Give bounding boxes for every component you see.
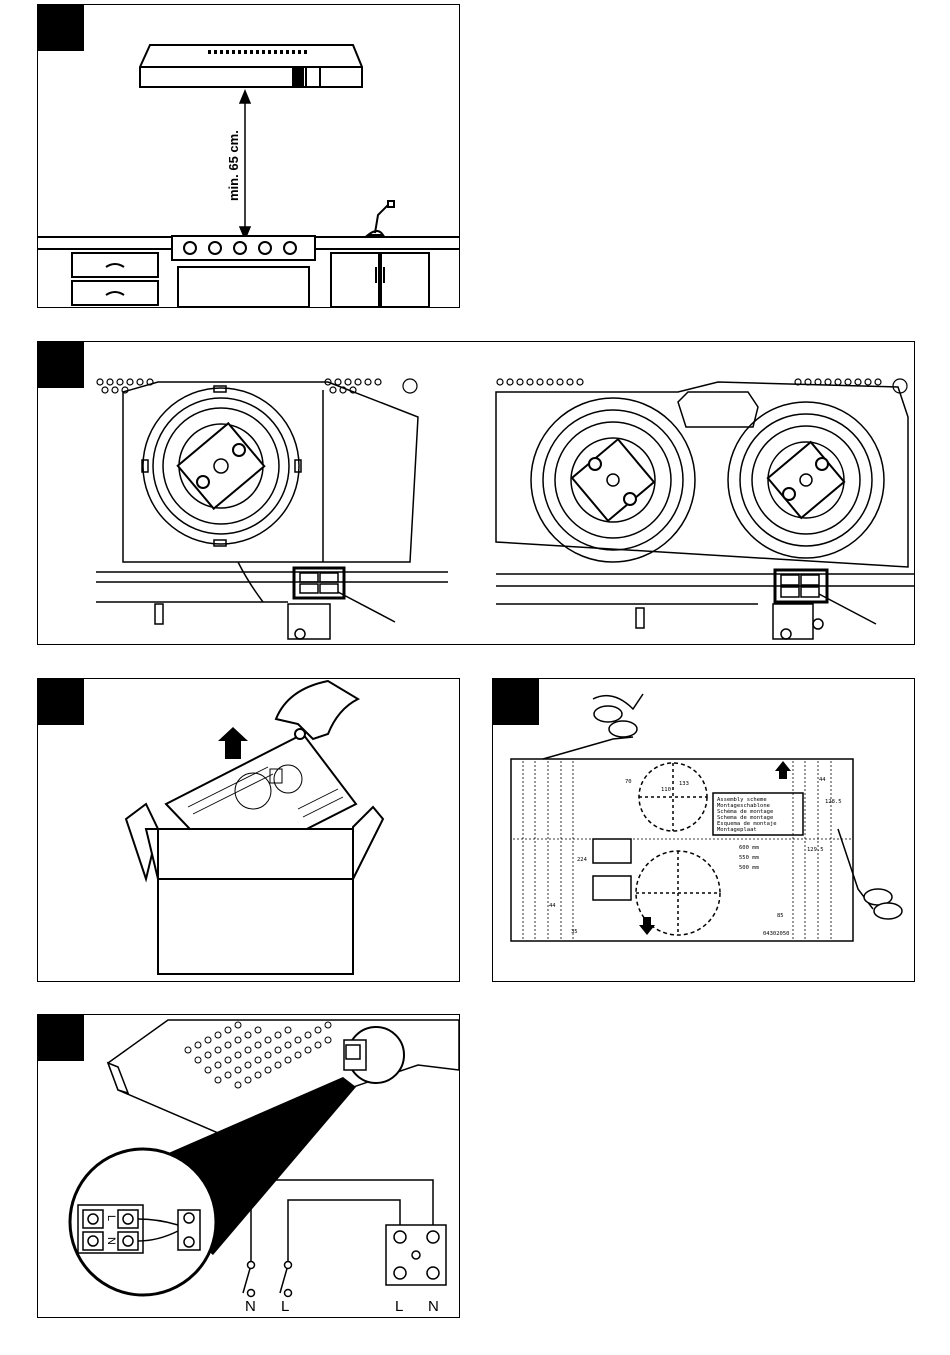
pull-arrow	[218, 727, 248, 759]
connector-n-mark: N	[105, 1237, 117, 1245]
template-illustration: Assembly scheme Montageschablone Schéma …	[493, 679, 914, 981]
width-option: 550 mm	[739, 855, 760, 861]
dimension-label: 44	[549, 903, 556, 909]
kitchen-illustration: min. 65 cm.	[38, 5, 459, 307]
width-option: 600 mm	[739, 845, 760, 851]
dimension-label: 128.5	[825, 799, 842, 805]
single-motor-view	[96, 382, 448, 639]
panel-hood-clearance: min. 65 cm.	[37, 4, 460, 308]
panel-electrical-connection: L N N L L N	[37, 1014, 460, 1318]
dimension-label: 224	[577, 857, 588, 863]
wiring-diagram	[243, 1180, 446, 1297]
hood-vents	[208, 50, 307, 54]
terminal-n-label: N	[428, 1298, 439, 1315]
dimension-label: 35	[571, 929, 578, 935]
panel-mounting-template: Assembly scheme Montageschablone Schéma …	[492, 678, 915, 982]
wiring-illustration: L N N L L N	[38, 1015, 459, 1317]
template-title-line: Montageplaat	[717, 827, 757, 833]
connector-l-mark: L	[105, 1215, 117, 1221]
dimension-label: 110	[661, 787, 671, 793]
terminal-l-label: L	[395, 1298, 403, 1315]
dimension-label: 133	[679, 781, 689, 787]
dimension-label: 85	[777, 913, 784, 919]
panel-unpacking	[37, 678, 460, 982]
template-title-line: Schéma de montage	[717, 808, 773, 815]
clearance-arrow	[240, 91, 250, 239]
double-motor-view	[496, 382, 914, 639]
part-number: 04302050	[763, 931, 790, 937]
box-illustration	[38, 679, 459, 981]
dimension-label: 44	[819, 777, 826, 783]
motor-illustration	[38, 342, 914, 644]
clearance-label: min. 65 cm.	[226, 130, 241, 201]
switch-l-label: L	[281, 1298, 289, 1315]
panel-motor-views	[37, 341, 915, 645]
dimension-label: 70	[625, 779, 632, 785]
kitchen-counter	[38, 201, 459, 307]
terminal-block	[78, 1205, 200, 1253]
width-option: 500 mm	[739, 865, 760, 871]
switch-n-label: N	[245, 1298, 256, 1315]
dimension-label: 129.5	[807, 847, 824, 853]
